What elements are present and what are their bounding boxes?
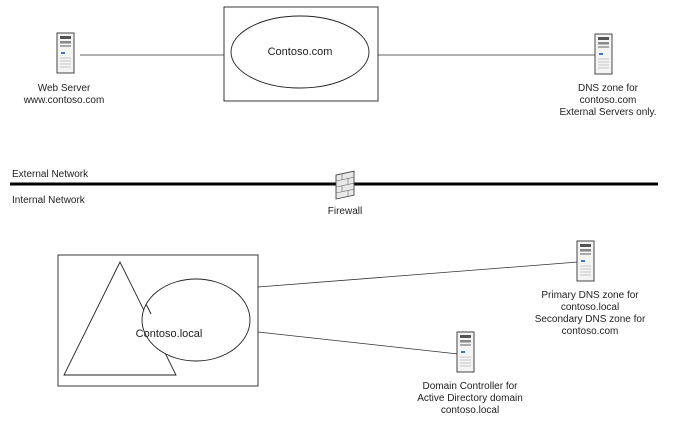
web-server-label: Web Server www.contoso.com xyxy=(6,83,122,107)
dns-internal-label-line-2: contoso.local xyxy=(560,302,620,313)
dns-internal-label-line-3: Secondary DNS zone for xyxy=(534,314,646,325)
dns-internal-label-line-4: contoso.com xyxy=(561,326,619,337)
web-server-label-line-2: www.contoso.com xyxy=(23,95,105,106)
internal-zone-ellipse xyxy=(141,278,251,362)
dns-external-server-icon xyxy=(594,33,613,75)
dns-internal-label: Primary DNS zone for contoso.local Secon… xyxy=(520,290,660,338)
web-server-label-line-1: Web Server xyxy=(37,83,91,94)
external-network-label: External Network xyxy=(12,169,89,180)
internal-zone-to-dc-link xyxy=(257,331,459,355)
web-server-icon xyxy=(56,32,75,74)
external-zone-label: Contoso.com xyxy=(267,46,333,58)
internal-zone-to-primary-dns-link xyxy=(257,261,579,288)
internal-network-label: Internal Network xyxy=(12,195,85,206)
firewall-label: Firewall xyxy=(327,206,363,217)
dns-internal-label-line-1: Primary DNS zone for xyxy=(541,290,639,301)
domain-controller-label-line-3: contoso.local xyxy=(440,405,500,416)
external-zone-ellipse xyxy=(230,15,370,89)
dns-external-label-line-1: DNS zone for xyxy=(577,83,639,94)
domain-controller-label-line-1: Domain Controller for xyxy=(422,381,518,392)
dns-external-label-line-3: External Servers only. xyxy=(559,107,657,118)
primary-dns-server-icon xyxy=(576,240,595,282)
internal-zone-label: Contoso.local xyxy=(135,328,203,340)
domain-controller-label-line-2: Active Directory domain xyxy=(417,393,523,404)
dns-external-label-line-2: contoso.com xyxy=(579,95,637,106)
domain-controller-server-icon xyxy=(456,331,475,373)
domain-controller-label: Domain Controller for Active Directory d… xyxy=(400,381,540,417)
firewall-icon xyxy=(335,170,355,200)
dns-external-label: DNS zone for contoso.com External Server… xyxy=(540,83,676,119)
